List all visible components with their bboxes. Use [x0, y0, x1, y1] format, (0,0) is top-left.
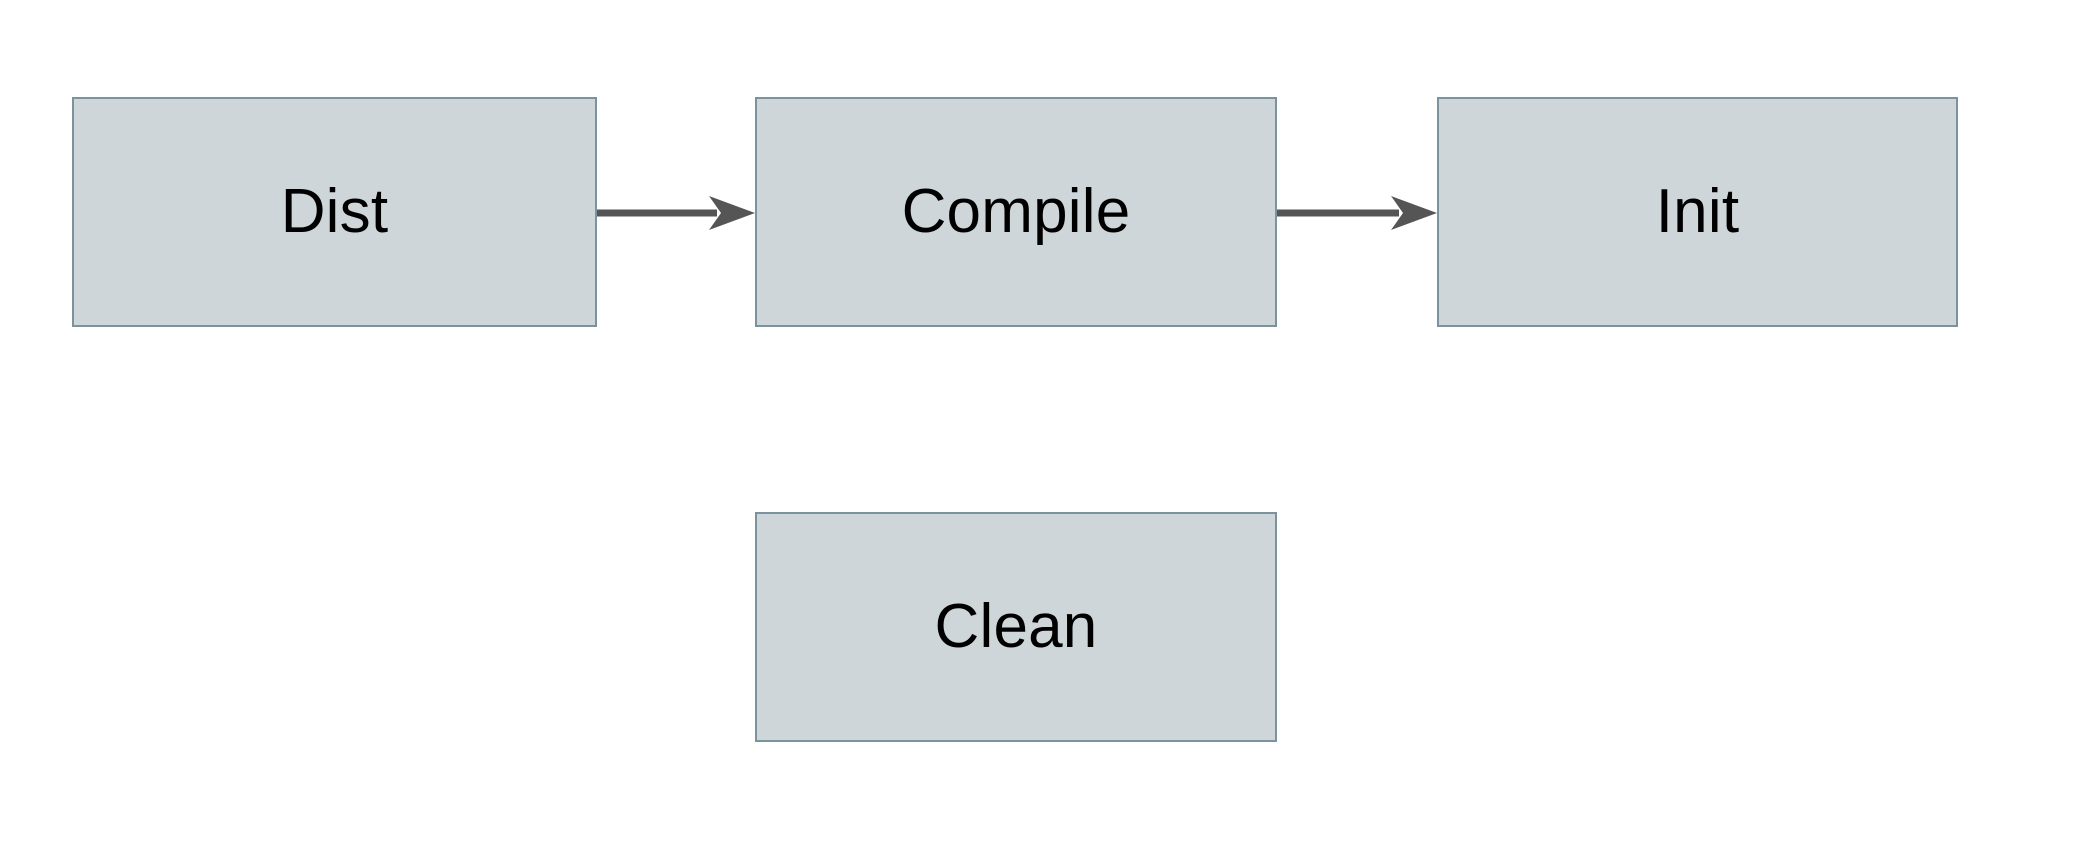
arrow-compile-to-init-icon: [1277, 196, 1437, 230]
node-init-label: Init: [1655, 177, 1740, 246]
node-dist[interactable]: Dist: [72, 97, 597, 327]
edge-dist-to-compile[interactable]: [597, 196, 755, 230]
node-dist-label: Dist: [280, 177, 389, 246]
node-compile[interactable]: Compile: [755, 97, 1277, 327]
node-clean-label: Clean: [934, 592, 1098, 661]
node-clean[interactable]: Clean: [755, 512, 1277, 742]
edge-compile-to-init[interactable]: [1277, 196, 1437, 230]
node-compile-label: Compile: [901, 177, 1131, 246]
node-init[interactable]: Init: [1437, 97, 1958, 327]
arrow-dist-to-compile-icon: [597, 196, 755, 230]
